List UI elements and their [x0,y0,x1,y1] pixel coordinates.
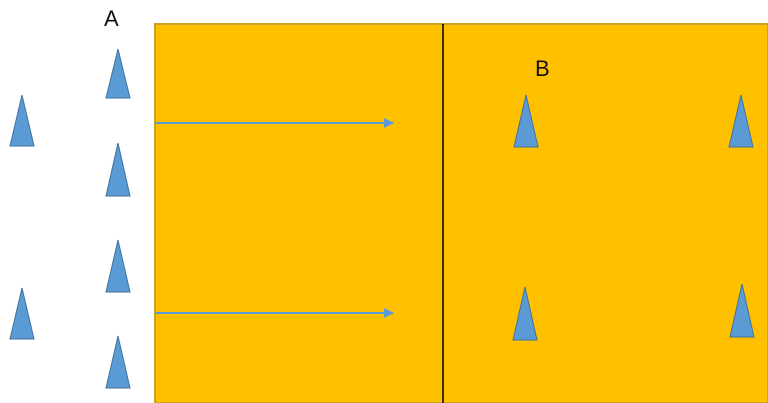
cone-icon [729,283,755,338]
cone-icon [105,239,131,293]
cones [9,48,755,389]
orange-field [154,23,768,403]
cone-icon [9,94,35,147]
cone-icon [9,287,35,340]
cone-icon [513,94,539,148]
label-b: B [535,56,550,81]
cone-icon [105,335,131,389]
cone-icon [105,48,131,99]
label-a: A [104,6,119,31]
cone-icon [728,94,754,148]
cone-icon [512,286,538,341]
cone-icon [105,142,131,197]
